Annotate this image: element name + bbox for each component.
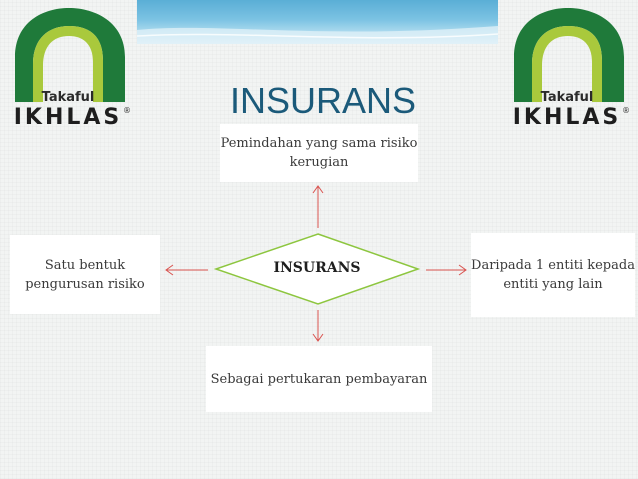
logo-small-text: Takaful (540, 90, 594, 105)
node-left-label: Satu bentuk pengurusan risiko (25, 257, 145, 292)
center-node-label: INSURANS (273, 260, 361, 276)
arrow-left-head (165, 264, 174, 276)
page-title: INSURANS (229, 80, 417, 121)
registered-mark: ® (123, 106, 131, 115)
logo-big-text: IKHLAS (13, 105, 123, 130)
arrow-down-head (312, 333, 324, 342)
node-top: Pemindahan yang sama risiko kerugian (220, 124, 418, 182)
node-right-label: Daripada 1 entiti kepada entiti yang lai… (471, 258, 635, 292)
node-right: Daripada 1 entiti kepada entiti yang lai… (471, 233, 635, 317)
arrow-right-head (458, 264, 467, 276)
node-left: Satu bentuk pengurusan risiko (10, 235, 160, 314)
takaful-ikhlas-logo: Takaful IKHLAS ® (502, 2, 632, 132)
arch-icon (15, 8, 125, 102)
arrow-up-head (312, 185, 324, 194)
logo-small-text: Takaful (41, 90, 95, 105)
center-diamond (213, 233, 421, 305)
node-bottom-label: Sebagai pertukaran pembayaran (210, 371, 428, 387)
node-top-label: Pemindahan yang sama risiko kerugian (220, 136, 418, 170)
arch-icon (514, 8, 624, 102)
node-bottom: Sebagai pertukaran pembayaran (206, 346, 432, 412)
banner-wave (137, 26, 498, 44)
logo-big-text: IKHLAS (512, 105, 622, 130)
takaful-ikhlas-logo: Takaful IKHLAS ® (3, 2, 133, 132)
registered-mark: ® (622, 106, 630, 115)
header-banner (137, 0, 498, 44)
